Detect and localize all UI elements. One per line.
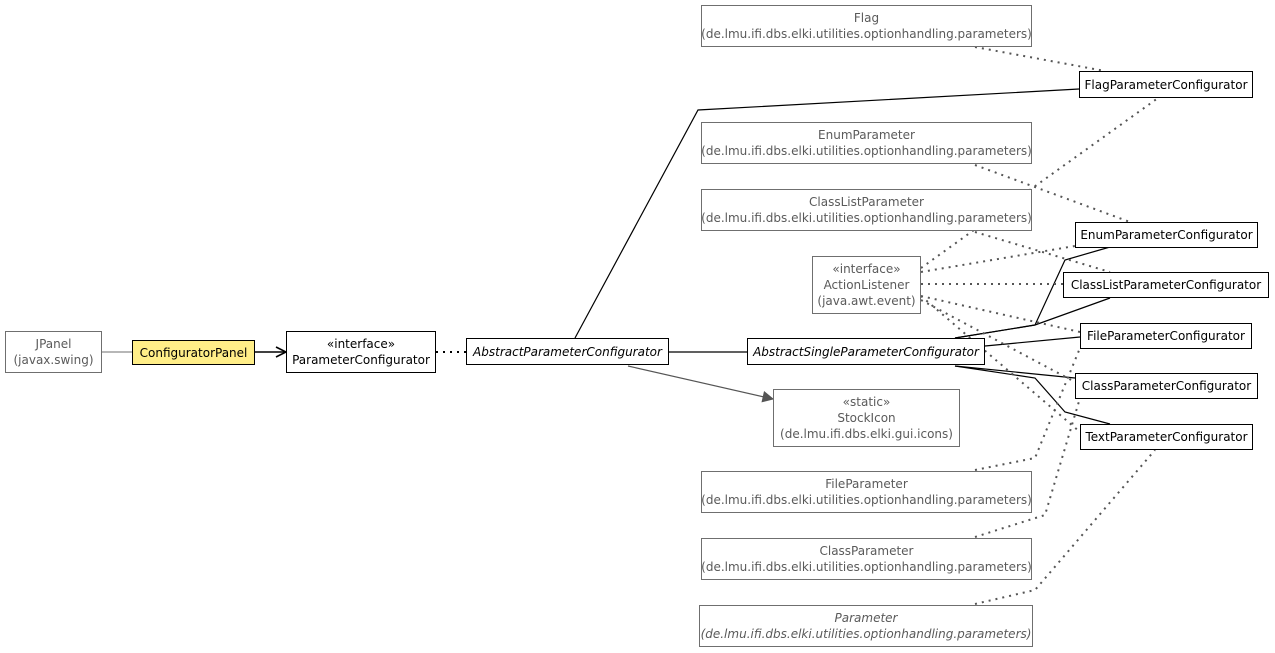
class-package: (de.lmu.ifi.dbs.elki.gui.icons) bbox=[780, 427, 953, 441]
abstract-parameter-configurator-class[interactable]: AbstractParameterConfigurator bbox=[466, 338, 669, 365]
class-name: EnumParameterConfigurator bbox=[1080, 228, 1253, 242]
class-name: StockIcon bbox=[837, 411, 896, 425]
configurator-panel-class[interactable]: ConfiguratorPanel bbox=[132, 340, 255, 365]
parameter-configurator-interface[interactable]: «interface» ParameterConfigurator bbox=[286, 331, 436, 373]
class-name: AbstractParameterConfigurator bbox=[473, 344, 662, 359]
class-package: (de.lmu.ifi.dbs.elki.utilities.optionhan… bbox=[701, 27, 1032, 41]
class-parameter-configurator-class[interactable]: ClassParameterConfigurator bbox=[1075, 373, 1258, 399]
edge-fileparameter-fileparameterconfigurator bbox=[974, 347, 1081, 471]
abstract-single-parameter-configurator-class[interactable]: AbstractSingleParameterConfigurator bbox=[747, 338, 985, 365]
class-name: EnumParameter bbox=[818, 128, 915, 142]
edge-classparameter-classparameterconfigurator bbox=[974, 397, 1081, 538]
class-name: JPanel bbox=[35, 337, 72, 351]
edge-aspc-classlistparameterconfigurator bbox=[954, 297, 1111, 339]
edge-actionlistener-enumparameterconfigurator bbox=[920, 245, 1076, 273]
edge-aspc-textparameterconfigurator bbox=[954, 365, 1111, 425]
class-stereotype: «interface» bbox=[832, 262, 901, 276]
edge-aspc-fileparameterconfigurator bbox=[984, 336, 1081, 347]
class-name: Flag bbox=[853, 11, 880, 25]
edge-flag-flagparameterconfigurator bbox=[974, 46, 1106, 72]
class-list-parameter-class[interactable]: ClassListParameter (de.lmu.ifi.dbs.elki.… bbox=[701, 189, 1032, 231]
class-stereotype: «static» bbox=[842, 395, 891, 409]
class-parameter-class[interactable]: ClassParameter (de.lmu.ifi.dbs.elki.util… bbox=[701, 538, 1032, 580]
action-listener-interface[interactable]: «interface» ActionListener (java.awt.eve… bbox=[812, 256, 921, 314]
class-name: TextParameterConfigurator bbox=[1085, 430, 1248, 444]
class-name: ParameterConfigurator bbox=[292, 353, 430, 367]
class-name: ClassParameter bbox=[819, 544, 914, 558]
class-package: (de.lmu.ifi.dbs.elki.utilities.optionhan… bbox=[701, 144, 1032, 158]
enum-parameter-configurator-class[interactable]: EnumParameterConfigurator bbox=[1075, 222, 1258, 248]
class-package: (de.lmu.ifi.dbs.elki.utilities.optionhan… bbox=[701, 493, 1032, 507]
file-parameter-class[interactable]: FileParameter (de.lmu.ifi.dbs.elki.utili… bbox=[701, 471, 1032, 513]
class-name: ConfiguratorPanel bbox=[139, 345, 248, 360]
edge-aspc-classparameterconfigurator bbox=[954, 365, 1076, 379]
class-package: (de.lmu.ifi.dbs.elki.utilities.optionhan… bbox=[700, 627, 1032, 641]
flag-class[interactable]: Flag (de.lmu.ifi.dbs.elki.utilities.opti… bbox=[701, 5, 1032, 47]
edge-actionlistener-classparameterconfigurator bbox=[920, 299, 1076, 383]
class-list-parameter-configurator-class[interactable]: ClassListParameterConfigurator bbox=[1063, 272, 1269, 298]
class-name: FlagParameterConfigurator bbox=[1084, 77, 1248, 92]
flag-parameter-configurator-class[interactable]: FlagParameterConfigurator bbox=[1079, 71, 1253, 98]
enum-parameter-class[interactable]: EnumParameter (de.lmu.ifi.dbs.elki.utili… bbox=[701, 122, 1032, 164]
class-name: FileParameter bbox=[825, 477, 908, 491]
edge-apc-flagparameterconfigurator bbox=[574, 88, 1080, 339]
class-package: (java.awt.event) bbox=[817, 294, 916, 308]
class-package: (de.lmu.ifi.dbs.elki.utilities.optionhan… bbox=[701, 560, 1032, 574]
class-name: ClassParameterConfigurator bbox=[1081, 379, 1252, 393]
class-name: ClassListParameterConfigurator bbox=[1070, 278, 1262, 292]
text-parameter-configurator-class[interactable]: TextParameterConfigurator bbox=[1080, 424, 1253, 450]
class-package: (de.lmu.ifi.dbs.elki.utilities.optionhan… bbox=[701, 211, 1032, 225]
class-name: ClassListParameter bbox=[809, 195, 924, 209]
edge-apc-stockicon bbox=[627, 365, 773, 399]
stock-icon-class[interactable]: «static» StockIcon (de.lmu.ifi.dbs.elki.… bbox=[773, 389, 960, 447]
file-parameter-configurator-class[interactable]: FileParameterConfigurator bbox=[1080, 323, 1252, 349]
edge-actionlistener-fileparameterconfigurator bbox=[920, 295, 1081, 333]
class-name: Parameter bbox=[834, 611, 898, 625]
jpanel-class[interactable]: JPanel (javax.swing) bbox=[5, 331, 102, 373]
parameter-class[interactable]: Parameter (de.lmu.ifi.dbs.elki.utilities… bbox=[699, 605, 1033, 647]
class-stereotype: «interface» bbox=[326, 337, 396, 351]
class-name: FileParameterConfigurator bbox=[1087, 329, 1245, 343]
edge-classlistparameter-classlistparameterconfigurator bbox=[974, 231, 1111, 273]
class-package: (javax.swing) bbox=[13, 353, 94, 367]
class-name: ActionListener bbox=[823, 278, 910, 292]
class-name: AbstractSingleParameterConfigurator bbox=[753, 344, 979, 359]
